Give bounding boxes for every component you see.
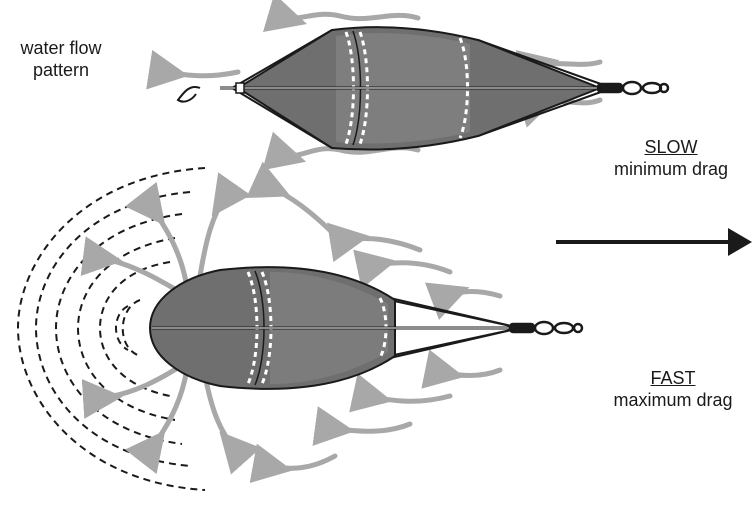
fast-drogue (18, 168, 582, 490)
flow-arrow (268, 186, 340, 240)
flow-arrow (200, 196, 226, 276)
water-flow-line1: water flow (2, 37, 120, 59)
flow-arrow (150, 206, 186, 282)
fast-subtitle: maximum drag (596, 389, 750, 411)
flow-arrow (268, 456, 335, 468)
chain-swivel-icon (598, 82, 668, 94)
flow-arrow (440, 370, 500, 376)
slow-drogue (164, 14, 668, 156)
flow-arrow (206, 380, 236, 450)
water-flow-label: water flow pattern (2, 37, 120, 81)
flow-arrow (283, 14, 418, 18)
slow-trip-line (178, 87, 200, 102)
arrow-right-icon (556, 228, 752, 256)
flow-arrow (446, 292, 500, 297)
slow-title: SLOW (596, 136, 746, 158)
fast-title: FAST (596, 367, 750, 389)
flow-arrow (164, 72, 238, 76)
fast-label: FAST maximum drag (596, 367, 750, 411)
flow-arrow (368, 396, 450, 401)
flow-arrow (345, 238, 420, 250)
chain-swivel-icon (510, 322, 582, 334)
water-flow-line2: pattern (2, 59, 120, 81)
flow-arrow (150, 374, 186, 450)
flow-arrow (330, 424, 410, 431)
flow-arrow (372, 263, 450, 272)
slow-subtitle: minimum drag (596, 158, 746, 180)
slow-label: SLOW minimum drag (596, 136, 746, 180)
